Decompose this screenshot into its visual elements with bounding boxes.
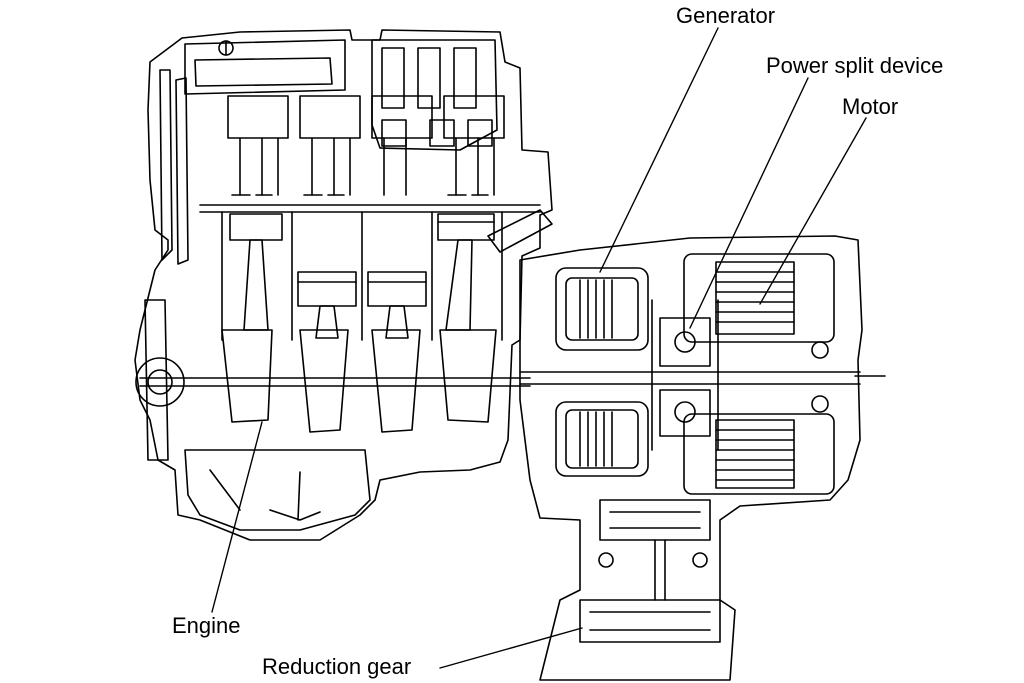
connecting-rods: [243, 239, 473, 339]
engine-leader-line: [211, 421, 263, 613]
valve-train: [227, 95, 505, 196]
generator: [555, 267, 649, 477]
power-split-device: [651, 299, 719, 451]
motor-leader-line: [759, 117, 867, 305]
motor-label: Motor: [842, 94, 899, 119]
motor: [683, 253, 835, 495]
engine-block: [134, 29, 553, 541]
reduction-gear-leader-line: [439, 627, 583, 669]
transaxle-housing: [519, 235, 886, 681]
crankshaft: [139, 329, 531, 433]
generator-leader-line: [599, 27, 719, 273]
generator-label: Generator: [676, 3, 776, 28]
reduction-gear-label: Reduction gear: [262, 654, 412, 679]
engine-label: Engine: [172, 613, 241, 638]
reduction-gear: [579, 499, 721, 643]
leader-lines: [211, 27, 867, 669]
power-split-device-leader-line: [689, 77, 809, 329]
power-split-device-label: Power split device: [766, 53, 944, 78]
